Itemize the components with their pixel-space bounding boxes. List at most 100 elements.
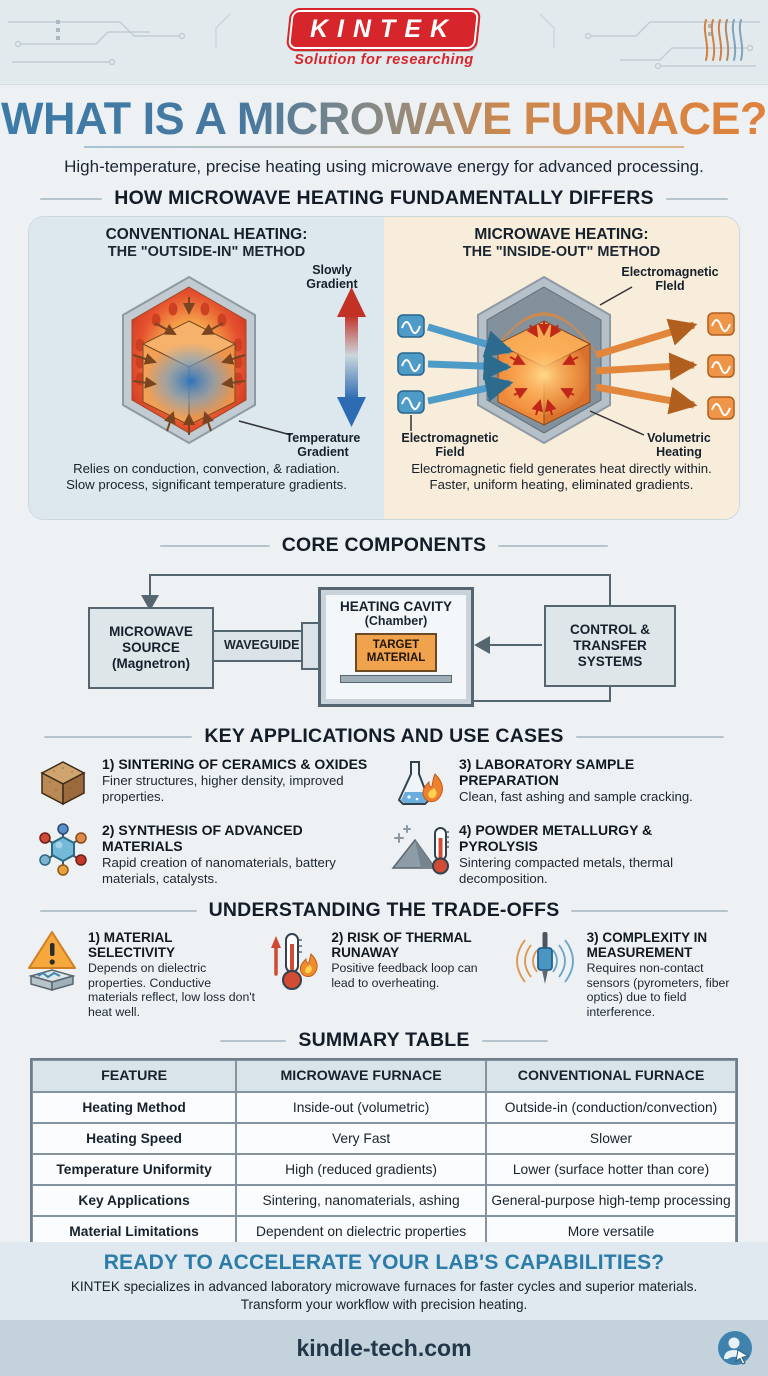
microwave-heating-diagram: Electromagnetic Fleld Electromagnetic Fi…	[394, 263, 735, 459]
column-header: MICROWAVE FURNACE	[236, 1060, 487, 1093]
label-temperature-gradient: Temperature Gradient	[285, 430, 361, 459]
box-line: (Magnetron)	[112, 656, 190, 672]
caption-line2: Faster, uniform heating, eliminated grad…	[429, 476, 694, 492]
section-heading-differs: HOW MICROWAVE HEATING FUNDAMENTALLY DIFF…	[40, 187, 728, 210]
application-item: 3) LABORATORY SAMPLE PREPARATION Clean, …	[391, 756, 734, 810]
application-desc: Finer structures, higher density, improv…	[102, 773, 344, 805]
section-title: HOW MICROWAVE HEATING FUNDAMENTALLY DIFF…	[114, 187, 654, 210]
cta-line1: KINTEK specializes in advanced laborator…	[70, 1279, 698, 1294]
label-slowly-gradient: Slowly Gradient	[306, 262, 358, 291]
tradeoff-text: 3) COMPLEXITY IN MEASUREMENT Requires no…	[587, 930, 744, 1019]
hero: WHAT IS A MICROWAVE FURNACE? High-temper…	[0, 85, 768, 177]
section-title: UNDERSTANDING THE TRADE-OFFS	[208, 899, 560, 922]
application-text: 1) SINTERING OF CERAMICS & OXIDES Finer …	[102, 756, 377, 805]
heating-cavity-box: HEATING CAVITY (Chamber) TARGET MATERIAL	[318, 587, 474, 708]
application-text: 3) LABORATORY SAMPLE PREPARATION Clean, …	[459, 756, 734, 805]
tradeoff-text: 1) MATERIAL SELECTIVITY Depends on diele…	[88, 930, 257, 1019]
application-text: 2) SYNTHESIS OF ADVANCED MATERIALS Rapid…	[102, 822, 377, 887]
application-item: 2) SYNTHESIS OF ADVANCED MATERIALS Rapid…	[34, 822, 377, 887]
sensor-waves-icon	[511, 930, 579, 992]
microwave-heating-panel: MICROWAVE HEATING: THE "INSIDE-OUT" METH…	[384, 217, 739, 520]
section-heading-applications: KEY APPLICATIONS AND USE CASES	[44, 725, 724, 748]
divider-line	[481, 1039, 548, 1042]
tradeoff-desc: Requires non-contact sensors (pyrometers…	[586, 961, 730, 1019]
tradeoff-title: 3) COMPLEXITY IN MEASUREMENT	[586, 930, 708, 961]
tradeoffs-row: 1) MATERIAL SELECTIVITY Depends on diele…	[24, 930, 744, 1019]
application-title: 4) POWDER METALLURGY & PYROLYSIS	[459, 822, 653, 855]
comparison-panels: CONVENTIONAL HEATING: THE "OUTSIDE-IN" M…	[28, 216, 740, 521]
page-title: WHAT IS A MICROWAVE FURNACE?	[1, 93, 767, 144]
tradeoff-title: 2) RISK OF THERMAL RUNAWAY	[331, 930, 472, 961]
tradeoff-item: 3) COMPLEXITY IN MEASUREMENT Requires no…	[511, 930, 744, 1019]
brand-logo: KINTEK Solution for researching	[286, 8, 482, 68]
table-cell: Outside-in (conduction/convection)	[486, 1092, 736, 1124]
panel-caption: Electromagnetic field generates heat dir…	[394, 461, 729, 493]
application-text: 4) POWDER METALLURGY & PYROLYSIS Sinteri…	[459, 822, 734, 887]
divider-line	[220, 1039, 287, 1042]
table-header-row: FEATURE MICROWAVE FURNACE CONVENTIONAL F…	[32, 1060, 736, 1093]
tradeoff-title: 1) MATERIAL SELECTIVITY	[88, 930, 176, 961]
target-line: TARGET	[372, 639, 420, 652]
microwave-source-box: MICROWAVE SOURCE (Magnetron)	[88, 607, 214, 690]
target-line: MATERIAL	[366, 652, 426, 665]
section-title: SUMMARY TABLE	[298, 1029, 470, 1052]
table-row: Heating Speed Very Fast Slower	[32, 1123, 736, 1155]
cta-line2: Transform your workflow with precision h…	[240, 1296, 528, 1312]
divider-line	[160, 544, 270, 547]
tradeoff-desc: Depends on dielectric properties. Conduc…	[88, 961, 256, 1019]
panel-title: CONVENTIONAL HEATING:	[105, 226, 308, 244]
table-cell: High (reduced gradients)	[236, 1154, 487, 1186]
tradeoff-item: 1) MATERIAL SELECTIVITY Depends on diele…	[24, 930, 257, 1019]
section-heading-tradeoffs: UNDERSTANDING THE TRADE-OFFS	[40, 899, 728, 922]
table-cell: Temperature Uniformity	[32, 1154, 237, 1186]
table-cell: Sintering, nanomaterials, ashing	[236, 1185, 487, 1217]
kintek-logo: KINTEK	[286, 8, 482, 51]
box-line: SYSTEMS	[577, 654, 643, 670]
application-title: 1) SINTERING OF CERAMICS & OXIDES	[102, 756, 368, 773]
section-heading-core: CORE COMPONENTS	[160, 534, 609, 557]
heat-waves-icon	[703, 19, 744, 61]
application-title: 2) SYNTHESIS OF ADVANCED MATERIALS	[102, 822, 303, 855]
logo-text: KINTEK	[310, 15, 458, 43]
inside-out-illustration	[397, 275, 735, 444]
tradeoff-desc: Positive feedback loop can lead to overh…	[331, 961, 478, 990]
table-cell: Heating Speed	[32, 1123, 237, 1155]
table-row: Heating Method Inside-out (volumetric) O…	[32, 1092, 736, 1124]
application-item: 4) POWDER METALLURGY & PYROLYSIS Sinteri…	[391, 822, 734, 887]
page-subtitle: High-temperature, precise heating using …	[64, 157, 704, 177]
divider-line	[575, 735, 724, 738]
panel-title: MICROWAVE HEATING:	[474, 226, 649, 244]
warning-triangle-icon	[24, 930, 80, 992]
applications-grid: 1) SINTERING OF CERAMICS & OXIDES Finer …	[34, 756, 734, 887]
control-systems-box: CONTROL & TRANSFER SYSTEMS	[544, 605, 676, 688]
divider-line	[44, 735, 193, 738]
label-em-field-top: Electromagnetic Fleld	[621, 264, 719, 293]
table-cell: Key Applications	[32, 1185, 237, 1217]
label-em-field-bottom: Electromagnetic Field	[401, 430, 499, 459]
box-line: CONTROL &	[570, 621, 650, 637]
conventional-heating-diagram: Slowly Gradient Temperature Gradient	[39, 263, 374, 459]
brand-tagline: Solution for researching	[294, 52, 474, 68]
waveguide-label: WAVEGUIDE	[224, 638, 300, 653]
molecule-icon	[34, 822, 92, 876]
table-cell: Heating Method	[32, 1092, 237, 1124]
website-link[interactable]: kindle-tech.com	[296, 1334, 472, 1361]
box-line: TRANSFER	[573, 638, 647, 654]
table-cell: General-purpose high-temp processing	[486, 1185, 736, 1217]
divider-line	[40, 909, 197, 912]
contact-person-icon[interactable]	[716, 1329, 754, 1367]
application-item: 1) SINTERING OF CERAMICS & OXIDES Finer …	[34, 756, 377, 810]
section-title: KEY APPLICATIONS AND USE CASES	[204, 725, 564, 748]
box-line: SOURCE	[122, 640, 180, 656]
circuit-pattern	[8, 13, 760, 70]
heating-cavity-inner: HEATING CAVITY (Chamber) TARGET MATERIAL	[326, 595, 466, 700]
application-desc: Rapid creation of nanomaterials, battery…	[102, 855, 336, 887]
application-desc: Clean, fast ashing and sample cracking.	[459, 789, 693, 805]
section-title: CORE COMPONENTS	[281, 534, 487, 557]
flask-flame-icon	[391, 756, 449, 810]
table-cell: Very Fast	[236, 1123, 487, 1155]
cta-band: READY TO ACCELERATE YOUR LAB'S CAPABILIT…	[0, 1242, 768, 1320]
conventional-heating-panel: CONVENTIONAL HEATING: THE "OUTSIDE-IN" M…	[29, 217, 384, 520]
tradeoff-item: 2) RISK OF THERMAL RUNAWAY Positive feed…	[267, 930, 500, 1019]
